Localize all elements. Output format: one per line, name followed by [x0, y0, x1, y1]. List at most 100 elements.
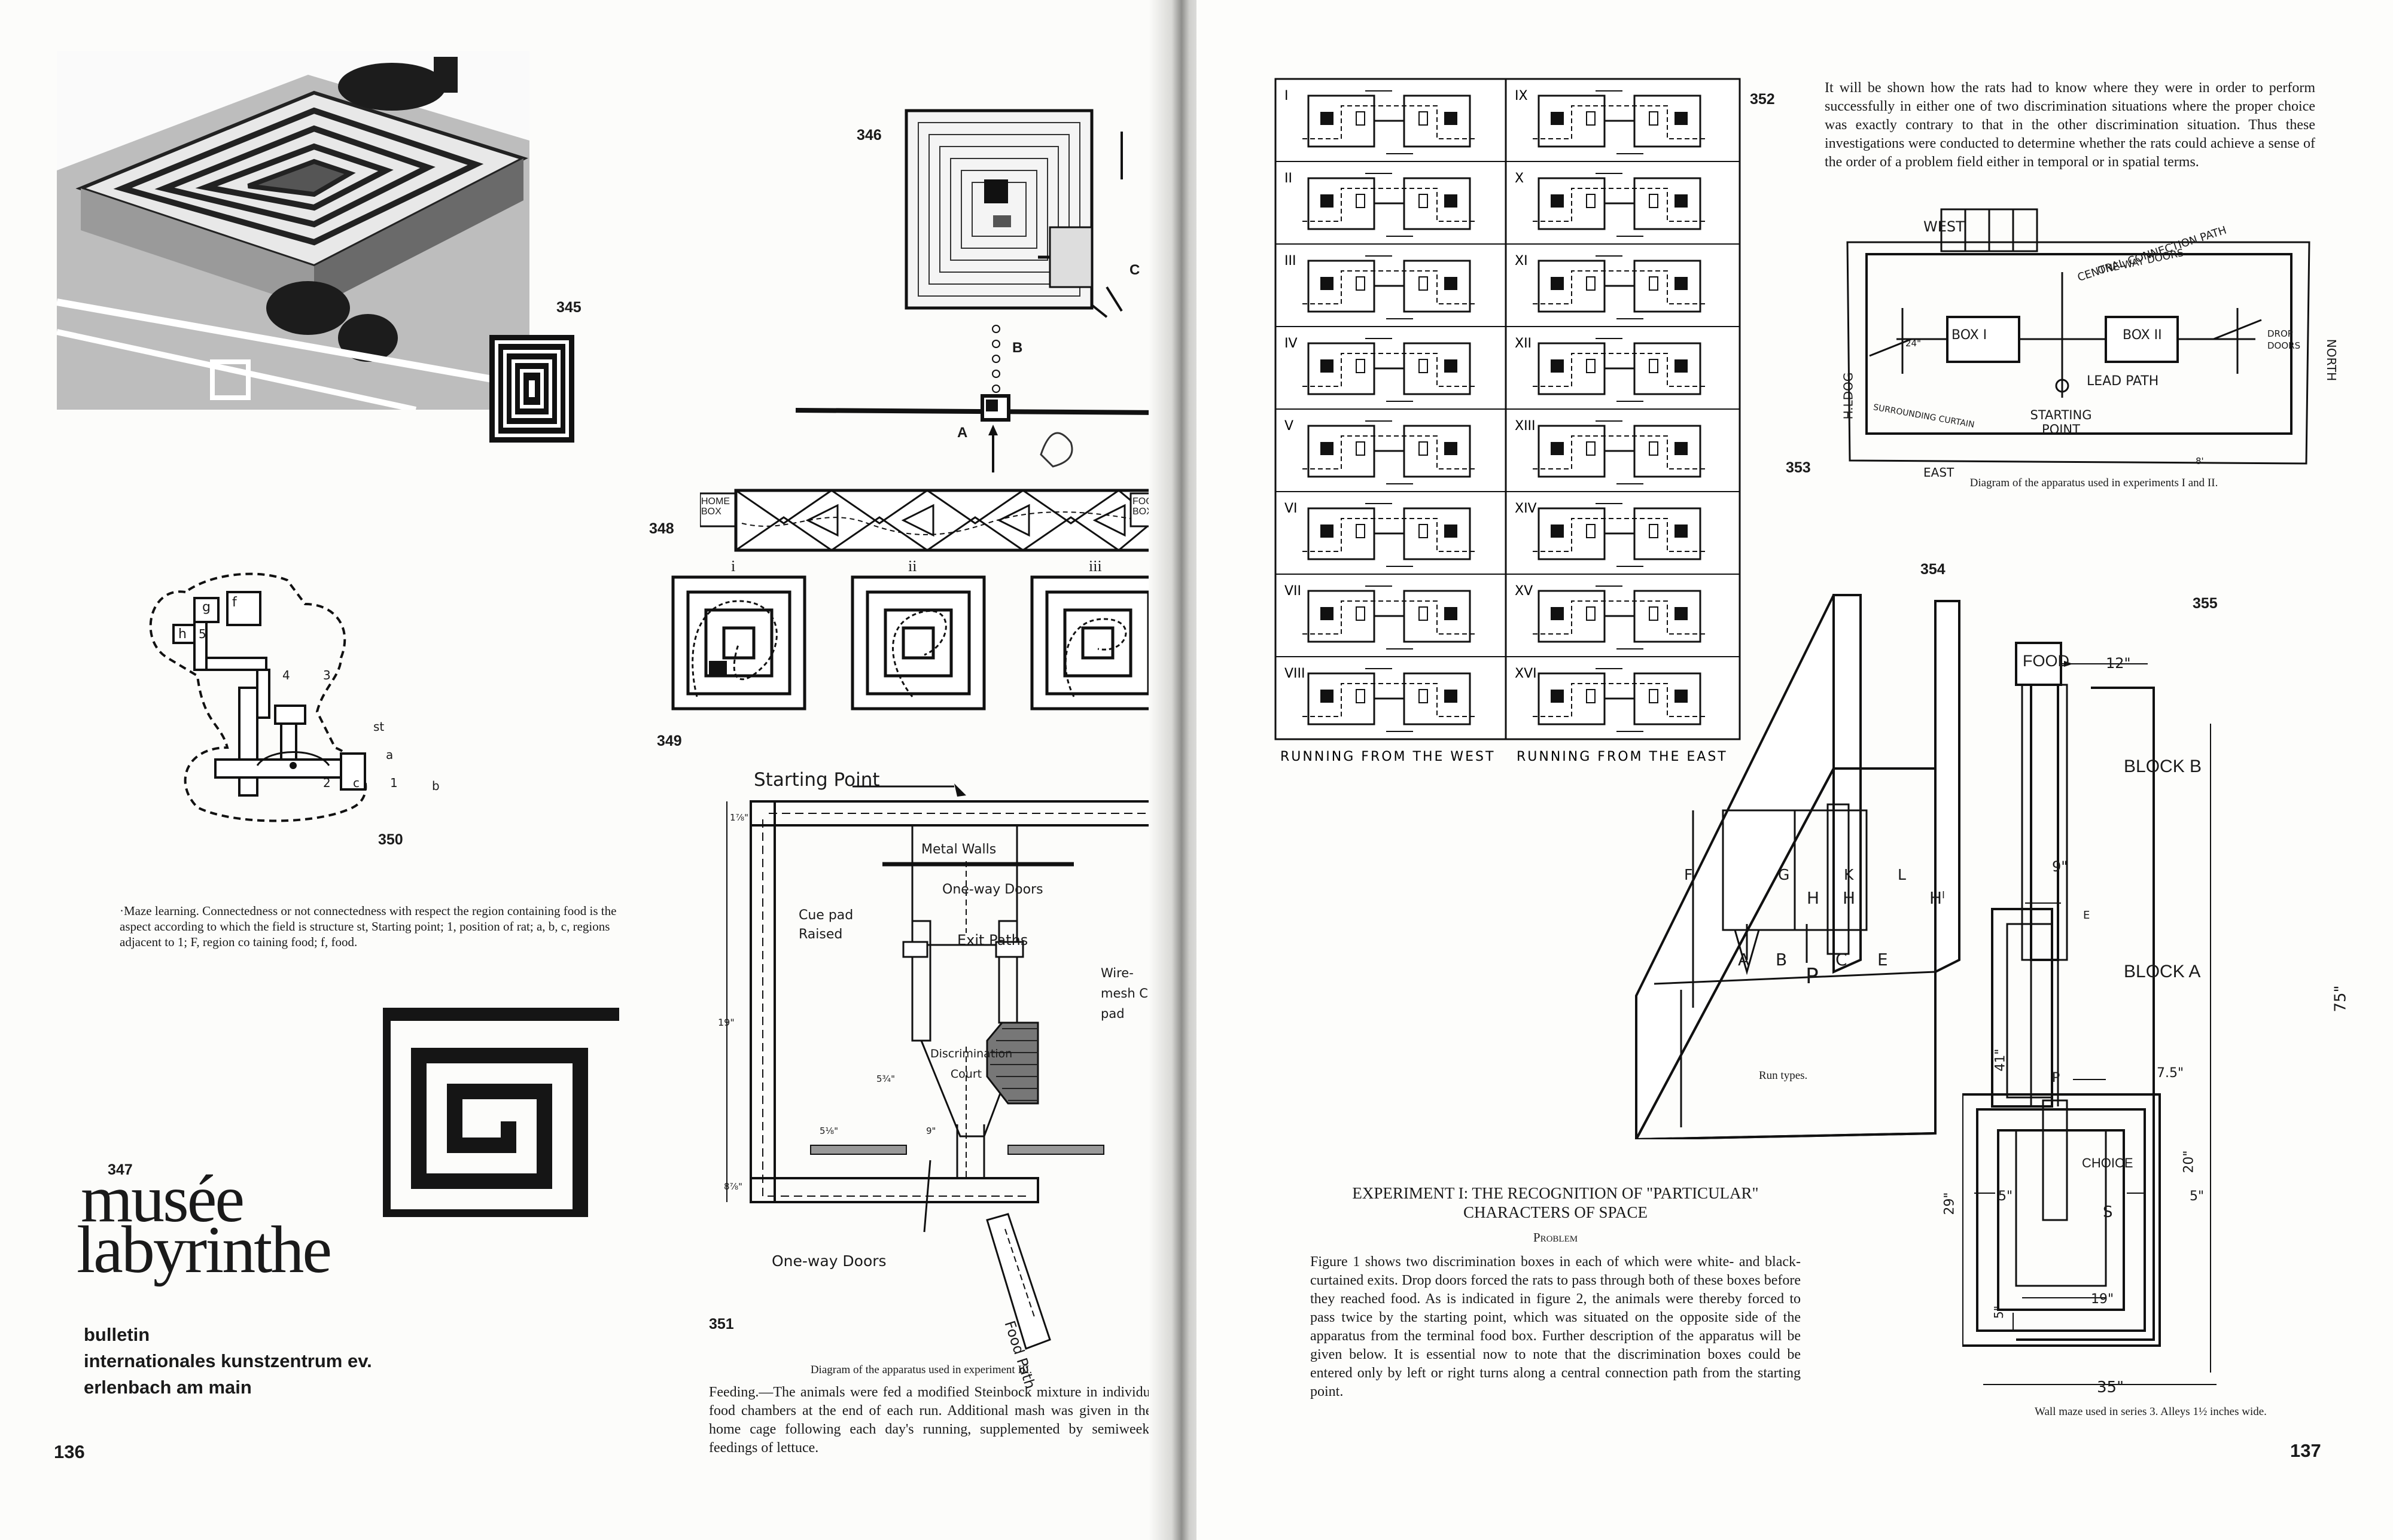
grid-cell-west-5: V [1284, 419, 1476, 484]
fig355-dim-29: 29" [1942, 1192, 1957, 1215]
grid-cell-east-4: XII [1515, 336, 1706, 402]
grid-cell-east-4-label: XII [1515, 336, 1532, 351]
fig353-east: EAST [1923, 465, 1954, 480]
maze-learning-caption: ·Maze learning. Connectedness or not con… [120, 904, 617, 949]
home-box-label: HOME BOX [701, 496, 730, 517]
fig355-dim-5a: 5" [1998, 1189, 2013, 1204]
fig354-label-h3: Hˡ [1929, 888, 1945, 908]
feeding-paragraph: Feeding.—The animals were fed a modified… [709, 1385, 1161, 1456]
fig351-oneway-doors-top: One-way Doors [942, 882, 1043, 897]
fig346-label-c: C [1129, 262, 1140, 278]
grid-cell-east-7-label: XV [1515, 584, 1533, 599]
fig351-metal-walls: Metal Walls [921, 842, 997, 857]
fig350-label-g: g [202, 600, 211, 615]
fig355-choice: CHOICE [2082, 1155, 2133, 1170]
experiment3-apparatus-diagram [715, 766, 1173, 1358]
fig354-label-l: L [1898, 866, 1906, 883]
bulletin-line-2: internationales kunstzentrum ev. [84, 1350, 372, 1371]
poster-title-line2: labyrinthe [77, 1213, 332, 1287]
grid-cell-east-7: XV [1515, 584, 1706, 649]
maze-label-iii: iii [1089, 557, 1102, 575]
left-page: 345 346 [0, 0, 1173, 1540]
grid-cell-west-6-label: VI [1284, 501, 1298, 516]
grid-cell-east-8-label: XVI [1515, 666, 1537, 681]
fig350-label-4: 4 [282, 668, 290, 682]
square-maze-plan-diagram [900, 108, 1140, 443]
apparatus-plan-diagram [1843, 206, 2315, 469]
fig354-label-c: C [1835, 950, 1847, 969]
fig355-dim-5b: 5" [2190, 1189, 2205, 1204]
grid-cell-west-4: IV [1284, 336, 1476, 402]
fig353-dim-24: 24" [1905, 338, 1921, 349]
fig355-dim-19: 19" [2091, 1292, 2114, 1307]
fig355-dim-9: 9" [2052, 858, 2068, 875]
poster-spiral-logo [375, 1008, 619, 1225]
fig355-dim-7-5: 7.5" [2157, 1066, 2184, 1081]
grid-cell-west-8-label: VIII [1284, 666, 1305, 681]
maze-model-photo [56, 51, 531, 413]
fig354-label-k: K [1844, 866, 1854, 883]
figure-number-345: 345 [556, 299, 581, 316]
fig355-dim-20: 20" [2181, 1150, 2197, 1173]
fig355-dim-12: 12" [2106, 655, 2131, 672]
grid-footer-west: RUNNING FROM THE WEST [1280, 749, 1495, 763]
fig354-label-e: E [1877, 950, 1888, 969]
fig354-caption: Run types. [1759, 1069, 1808, 1082]
figure-number-352: 352 [1750, 91, 1775, 108]
fig355-dim-5c: 5" [1991, 1306, 2006, 1319]
fig350-label-3: 3 [323, 668, 331, 682]
fig350-label-1: 1 [390, 776, 398, 790]
fig351-dim-court: 5⅛" [820, 1126, 838, 1136]
bulletin-line-3: erlenbach am main [84, 1377, 252, 1398]
fig355-block-b: BLOCK B [2124, 757, 2202, 776]
fig355-s: S [2103, 1203, 2113, 1221]
fig355-caption: Wall maze used in series 3. Alleys 1½ in… [2035, 1405, 2267, 1418]
fig353-box2: BOX II [2123, 328, 2162, 343]
fig351-dim-left: 19" [718, 1017, 735, 1028]
fig353-box1: BOX I [1951, 328, 1987, 343]
home-food-path-diagram [699, 487, 1173, 553]
grid-cell-east-1-label: IX [1515, 89, 1528, 103]
right-page-number: 137 [2290, 1440, 2321, 1461]
fig354-label-h1: H [1807, 888, 1820, 908]
fig355-dim-75: 75" [2331, 985, 2350, 1013]
grid-cell-west-4-label: IV [1284, 336, 1298, 351]
fig355-dim-41: 41" [1993, 1048, 2008, 1072]
figure-number-346: 346 [857, 127, 882, 144]
fig355-dim-35: 35" [2097, 1379, 2124, 1396]
fig353-caption: Diagram of the apparatus used in experim… [1969, 477, 2218, 489]
maze-label-ii: ii [908, 557, 917, 575]
figure-number-353: 353 [1786, 459, 1811, 476]
experiment-subheading: Problem [1533, 1230, 1578, 1245]
fig355-e: E [2083, 909, 2090, 922]
fig351-starting-point: Starting Point [754, 769, 880, 791]
fig353-dim-8: 8' [2196, 456, 2204, 466]
fig346-label-b: B [1012, 340, 1023, 356]
fig351-cue-pad-raised: Cue pad Raised [799, 908, 854, 942]
poster-title-line1: musée [81, 1162, 245, 1236]
experiment-paragraph: Figure 1 shows two discrimination boxes … [1310, 1254, 1801, 1399]
fig351-dim-bottom: 9" [926, 1126, 936, 1136]
figure-number-349: 349 [657, 733, 682, 749]
grid-cell-west-1: I [1284, 89, 1476, 154]
figure-number-348: 348 [649, 520, 674, 537]
grid-cell-west-3-label: III [1284, 254, 1296, 269]
fig346-label-a: A [957, 425, 968, 441]
intro-paragraph: It will be shown how the rats had to kno… [1825, 80, 2315, 170]
fig350-label-a: a [386, 748, 394, 762]
fig350-label-b: b [432, 779, 440, 793]
fig353-west: WEST [1923, 218, 1965, 235]
topological-maze-diagram [138, 568, 473, 837]
grid-cell-west-2-label: II [1284, 171, 1292, 186]
fig353-drop-doors: DROP DOORS [2267, 328, 2301, 351]
fig354-label-f: F [1684, 866, 1693, 883]
grid-cell-east-1: IX [1515, 89, 1706, 154]
grid-cell-west-3: III [1284, 254, 1476, 319]
grid-cell-east-2: X [1515, 171, 1706, 237]
grid-cell-west-7: VII [1284, 584, 1476, 649]
fig351-dim-bottom-left: 8⅞" [724, 1181, 742, 1192]
grid-cell-east-5-label: XIII [1515, 419, 1536, 434]
grid-cell-east-2-label: X [1515, 171, 1524, 186]
fig346-path-line [795, 389, 1167, 472]
bulletin-line-1: bulletin [84, 1324, 150, 1345]
